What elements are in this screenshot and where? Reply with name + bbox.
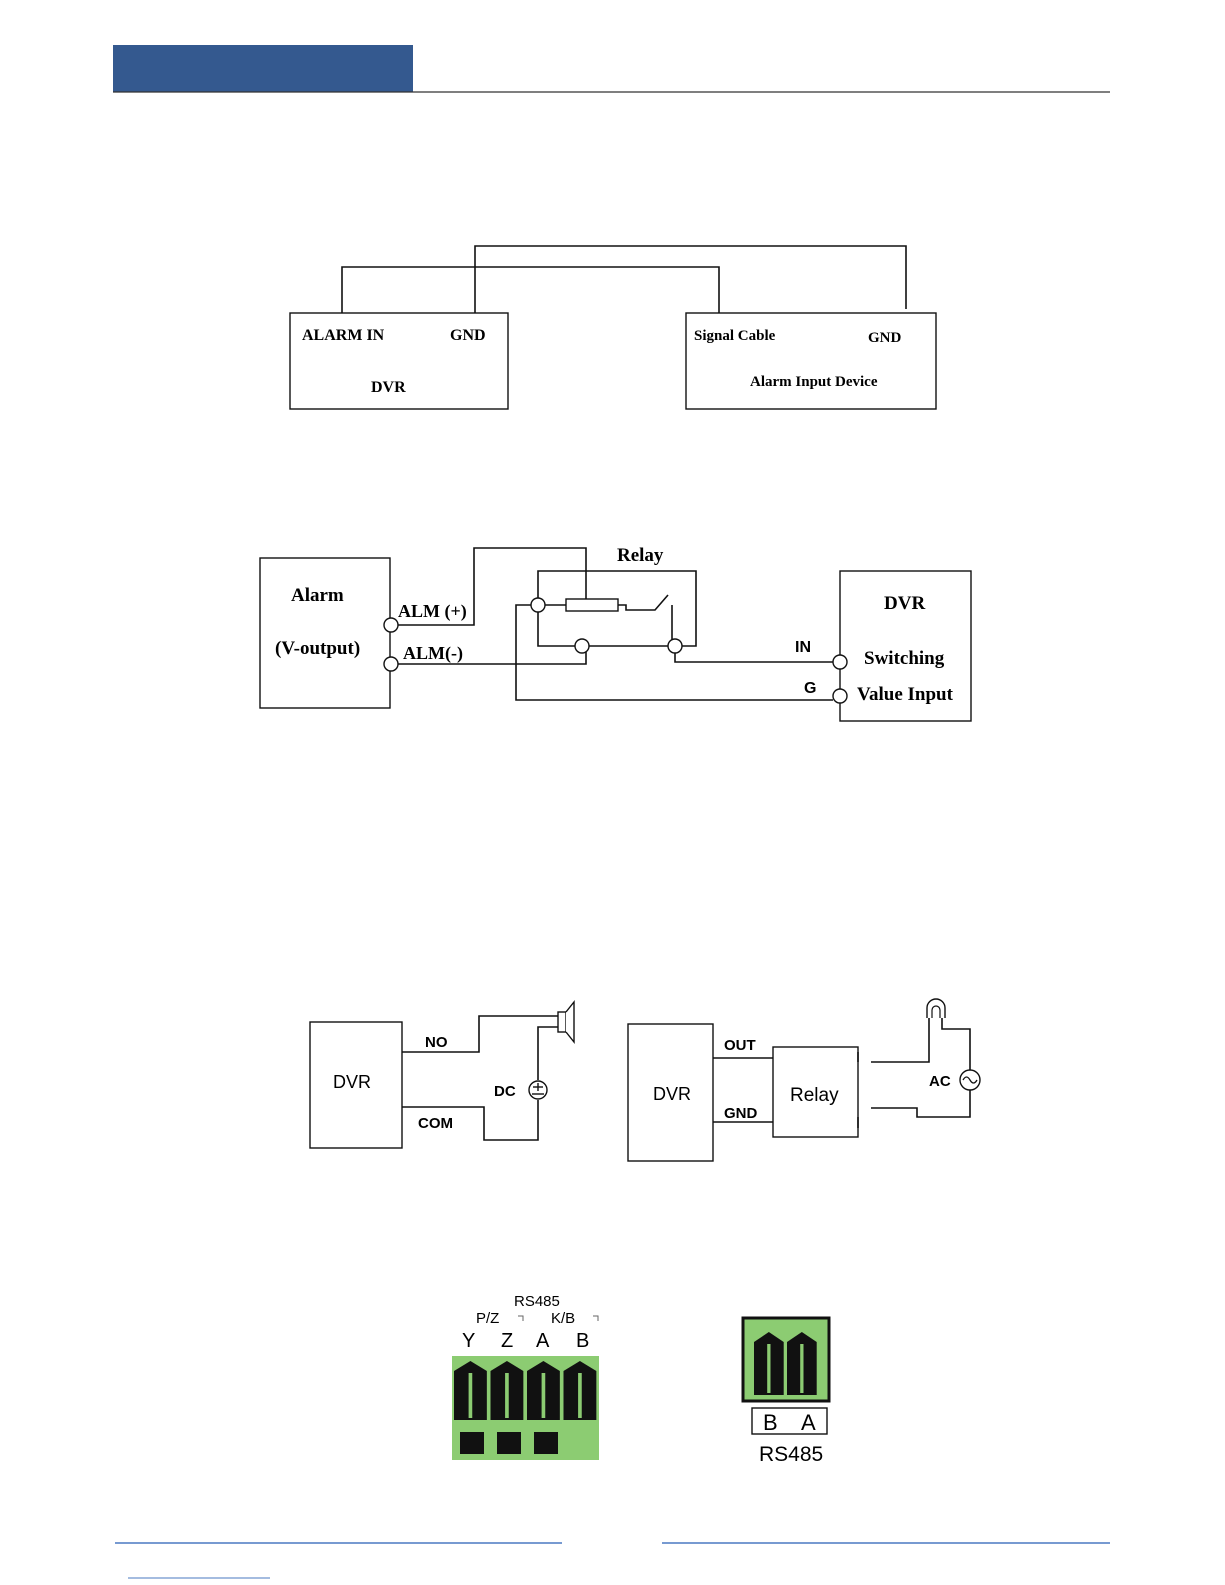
ptz-terminal-block: RS485 P/Z K/B Y Z A B [452, 1293, 599, 1460]
kb-bracket [593, 1316, 598, 1321]
alarm-in-label: ALARM IN [302, 327, 385, 344]
pin-a-label: A [536, 1330, 550, 1352]
rs485-label: RS485 [759, 1443, 823, 1466]
alm-minus-terminal [384, 657, 398, 671]
rs485-label: RS485 [514, 1293, 560, 1310]
dvr-value-input: Value Input [857, 684, 954, 705]
terminal-screw-hole [497, 1432, 521, 1454]
alm-plus-terminal [384, 618, 398, 632]
ac-source-icon [960, 1070, 980, 1090]
dc-source-icon [529, 1081, 547, 1099]
pin-b-label: B [763, 1410, 778, 1435]
dvr-in-terminal [833, 655, 847, 669]
alarm-sub: (V-output) [275, 638, 360, 659]
header-band [113, 45, 413, 92]
terminal-screw-hole [460, 1432, 484, 1454]
device-gnd-label: GND [868, 330, 902, 346]
lamp-left-wire [871, 1018, 929, 1062]
alarm-input-diagram: ALARM IN GND DVR Signal Cable GND Alarm … [290, 246, 936, 409]
no-label: NO [425, 1034, 448, 1051]
terminal-pin-slot [505, 1373, 509, 1418]
pin-a-label: A [801, 1410, 816, 1435]
kb-label: K/B [551, 1310, 575, 1327]
terminal-pin-slot [469, 1373, 473, 1418]
relay-label: Relay [790, 1085, 839, 1106]
terminal-screw-hole [534, 1432, 558, 1454]
relay-alarm-diagram: Relay Alarm (V-output) ALM (+) ALM(-) IN… [260, 545, 971, 721]
alm-plus-label: ALM (+) [398, 601, 467, 622]
dvr-label: DVR [653, 1084, 691, 1104]
rs485-terminal-block: B A RS485 [743, 1318, 829, 1466]
pin-y-label: Y [462, 1330, 475, 1352]
relay-terminal-contact [668, 639, 682, 653]
ac-label: AC [929, 1073, 951, 1090]
terminal-pin-slot [542, 1373, 546, 1418]
ac-return-wire [871, 1090, 970, 1117]
dvr-g-terminal [833, 689, 847, 703]
ac-relay-diagram: DVR OUT GND Relay AC [628, 999, 980, 1161]
dvr-label: DVR [371, 379, 406, 396]
pin-b-label: B [576, 1330, 589, 1352]
dc-label: DC [494, 1083, 516, 1100]
in-label: IN [795, 639, 811, 656]
siren-icon [558, 1002, 574, 1042]
dvr-switching: Switching [864, 648, 945, 669]
relay-terminal-coil [575, 639, 589, 653]
lamp-right-wire [942, 1018, 970, 1070]
relay-switch [618, 595, 668, 610]
pz-label: P/Z [476, 1310, 499, 1327]
dvr-title: DVR [884, 593, 925, 614]
signal-cable-label: Signal Cable [694, 328, 776, 344]
terminal-pin-slot [578, 1373, 582, 1418]
out-label: OUT [724, 1037, 756, 1054]
dvr-gnd-label: GND [450, 327, 486, 344]
pin-z-label: Z [501, 1330, 513, 1352]
siren-return-wire [538, 1027, 558, 1080]
lamp-icon [927, 999, 945, 1018]
alarm-title: Alarm [291, 585, 344, 606]
terminal-pin-slot [800, 1344, 803, 1393]
g-label: G [804, 680, 816, 697]
gnd-label: GND [724, 1105, 758, 1122]
relay-coil [566, 599, 618, 611]
alarm-input-device-label: Alarm Input Device [750, 374, 878, 390]
dvr-label: DVR [333, 1072, 371, 1092]
alm-minus-label: ALM(-) [403, 643, 463, 664]
relay-label: Relay [617, 545, 664, 566]
signal-wire [342, 267, 719, 313]
alarm-box [260, 558, 390, 708]
relay-terminal-left [531, 598, 545, 612]
dc-siren-diagram: DVR NO COM DC [310, 1002, 574, 1148]
gnd-wire [475, 246, 906, 313]
com-label: COM [418, 1115, 453, 1132]
pz-bracket [518, 1316, 523, 1321]
terminal-pin-slot [767, 1344, 770, 1393]
